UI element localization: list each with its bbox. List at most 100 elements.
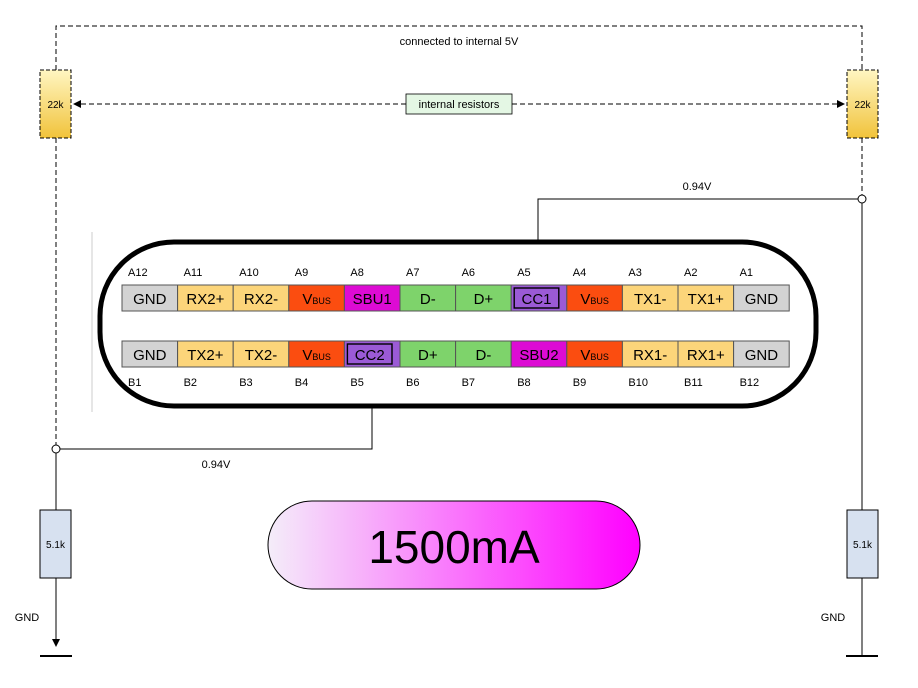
- pin-a4: VBUS A4: [566, 267, 623, 312]
- pin-a2-name: TX1+: [688, 291, 725, 308]
- pin-a7-number: A7: [406, 267, 419, 279]
- pin-a10-name: RX2-: [244, 291, 278, 308]
- pin-b10: RX1- B10: [621, 340, 679, 389]
- gnd-left-label: GND: [15, 612, 40, 624]
- pin-a9-name: VBUS: [302, 291, 331, 308]
- pin-a2: TX1+ A2: [677, 267, 735, 312]
- pin-a6: D+ A6: [455, 267, 512, 312]
- pullup-left-value: 22k: [47, 100, 64, 111]
- pin-a9-subscript: BUS: [312, 296, 331, 306]
- pin-a3: TX1- A3: [621, 267, 679, 312]
- pin-a11-name: RX2+: [186, 291, 224, 308]
- ground-right: GND: [821, 578, 878, 657]
- pin-b12-number: B12: [740, 377, 760, 389]
- pin-b9: VBUS B9: [566, 340, 623, 389]
- current-badge: 1500mA: [267, 500, 641, 590]
- pin-b12: GND B12: [733, 340, 790, 389]
- pin-b3-number: B3: [239, 377, 252, 389]
- pin-b1: GND B1: [121, 340, 179, 389]
- pulldown-left-value: 5.1k: [46, 540, 66, 551]
- pulldown-resistor-right: 5.1k: [846, 509, 879, 579]
- pin-a7: D-A7: [399, 267, 457, 312]
- internal-resistors-label: internal resistors: [419, 99, 500, 111]
- pin-b6-number: B6: [406, 377, 419, 389]
- pin-a10: RX2- A10: [232, 267, 290, 312]
- pin-a12-name: GND: [133, 291, 167, 308]
- pin-b9-name: VBUS: [580, 347, 609, 364]
- pin-a8-name: SBU1: [353, 291, 392, 308]
- pin-b2: TX2+ B2: [177, 340, 234, 389]
- pin-b9-subscript: BUS: [590, 352, 609, 362]
- pin-a9: VBUS A9: [288, 267, 345, 312]
- pin-b4-name: VBUS: [302, 347, 331, 364]
- pin-a3-number: A3: [628, 267, 641, 279]
- cc2-node: [51, 444, 61, 454]
- pin-b1-number: B1: [128, 377, 141, 389]
- pin-b7-number: B7: [462, 377, 475, 389]
- pin-b12-name: GND: [745, 347, 779, 364]
- pin-a1-number: A1: [740, 267, 753, 279]
- pin-b5-number: B5: [350, 377, 363, 389]
- pin-a6-number: A6: [462, 267, 475, 279]
- pulldown-right-value: 5.1k: [853, 540, 873, 551]
- pin-a1: GND A1: [733, 267, 790, 312]
- pin-b8-name: SBU2: [519, 347, 558, 364]
- pin-b3-name: TX2-: [245, 347, 278, 364]
- pin-b6: D+ B6: [399, 340, 457, 389]
- pin-b2-name: TX2+: [187, 347, 224, 364]
- pin-b6-name: D+: [418, 347, 438, 364]
- pin-b1-name: GND: [133, 347, 167, 364]
- pin-a1-name: GND: [745, 291, 779, 308]
- pin-a10-number: A10: [239, 267, 259, 279]
- internal-5v-net: connected to internal 5V: [55, 25, 863, 70]
- voltage-bottom-label: 0.94V: [202, 459, 231, 471]
- pin-a11: RX2+ A11: [177, 267, 234, 312]
- pin-a9-number: A9: [295, 267, 308, 279]
- ground-left: GND: [15, 578, 72, 657]
- cc1-node: [857, 194, 867, 204]
- gnd-right-label: GND: [821, 612, 846, 624]
- pin-b3: TX2- B3: [232, 340, 290, 389]
- internal-resistors-indicator: internal resistors: [73, 93, 845, 115]
- pin-row-top: GNDA12RX2+A11RX2-A10VBUSA9SBU1A8D-A7D+A6…: [121, 267, 790, 312]
- pin-b9-number: B9: [573, 377, 586, 389]
- current-label: 1500mA: [368, 521, 540, 573]
- pin-a3-name: TX1-: [634, 291, 667, 308]
- pulldown-resistor-left: 5.1k: [39, 509, 72, 579]
- pin-b11-number: B11: [684, 377, 703, 389]
- pin-a5-number: A5: [517, 267, 530, 279]
- pin-b5-name: CC2: [355, 347, 385, 364]
- pin-a5-name: CC1: [521, 291, 551, 308]
- pin-b4-subscript: BUS: [312, 352, 331, 362]
- pin-a8-number: A8: [350, 267, 363, 279]
- pin-b8-number: B8: [517, 377, 530, 389]
- pin-a4-number: A4: [573, 267, 586, 279]
- pin-b7: D- B7: [455, 340, 512, 389]
- pin-a5: CC1 A5: [510, 267, 568, 312]
- pin-a2-number: A2: [684, 267, 697, 279]
- pin-b10-number: B10: [628, 377, 648, 389]
- pin-b2-number: B2: [184, 377, 197, 389]
- pin-a6-name: D+: [474, 291, 494, 308]
- pin-a8: SBU1 A8: [343, 267, 401, 312]
- usb-c-receptacle: GNDA12RX2+A11RX2-A10VBUSA9SBU1A8D-A7D+A6…: [91, 232, 819, 412]
- pin-a12-number: A12: [128, 267, 148, 279]
- pin-a4-subscript: BUS: [590, 296, 609, 306]
- pin-b4-number: B4: [295, 377, 308, 389]
- pin-a7-name: D-: [420, 291, 436, 308]
- pin-b7-name: D-: [475, 347, 491, 364]
- pullup-resistor-right: 22k: [846, 69, 879, 139]
- pin-a4-name: VBUS: [580, 291, 609, 308]
- internal-resistors-box: [405, 93, 513, 115]
- voltage-top-label: 0.94V: [683, 181, 712, 193]
- pin-b10-name: RX1-: [633, 347, 667, 364]
- pin-a11-number: A11: [184, 267, 203, 279]
- pullup-resistor-left: 22k: [39, 69, 72, 139]
- internal-5v-label: connected to internal 5V: [400, 36, 519, 48]
- pin-b4: VBUS B4: [288, 340, 345, 389]
- pin-a12: GND A12: [121, 267, 179, 312]
- pin-b11-name: RX1+: [687, 347, 725, 364]
